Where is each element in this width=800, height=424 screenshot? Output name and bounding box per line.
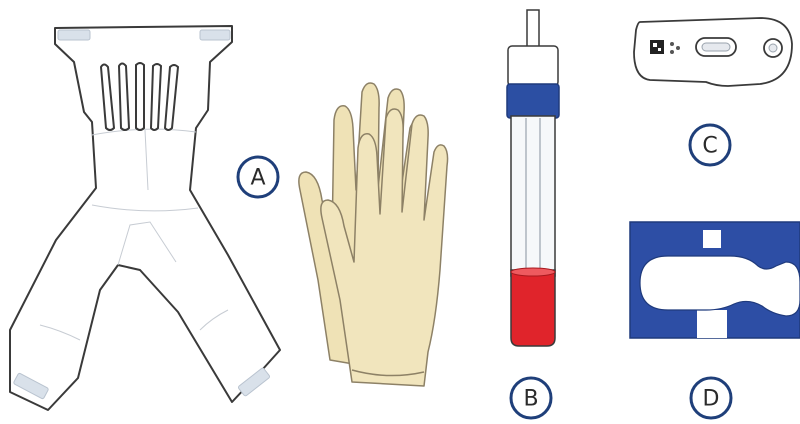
label-b-text: B [523,387,538,412]
tube-cap-top [508,46,558,86]
holder-bottom-notch [697,310,727,338]
collection-sheet [10,26,280,410]
label-b: B [511,378,551,418]
tube-liquid-surface [511,268,555,276]
cassette-dot-1 [670,42,674,46]
cassette-dot-3 [670,50,674,54]
cassette-dot-2 [676,46,680,50]
label-a: A [238,157,278,197]
label-a-text: A [250,166,265,191]
label-c: C [690,125,730,165]
label-d-text: D [703,387,720,412]
tube-cap-blue [507,84,559,118]
cassette-holder [630,222,800,338]
test-cassette [634,18,792,86]
holder-top-notch [703,230,721,248]
collection-tube [507,10,559,346]
tube-body [511,116,555,276]
tube-liquid [511,270,555,346]
label-d: D [691,378,731,418]
gloves [299,83,448,386]
label-c-text: C [702,134,717,159]
tube-top-stem [527,10,539,50]
